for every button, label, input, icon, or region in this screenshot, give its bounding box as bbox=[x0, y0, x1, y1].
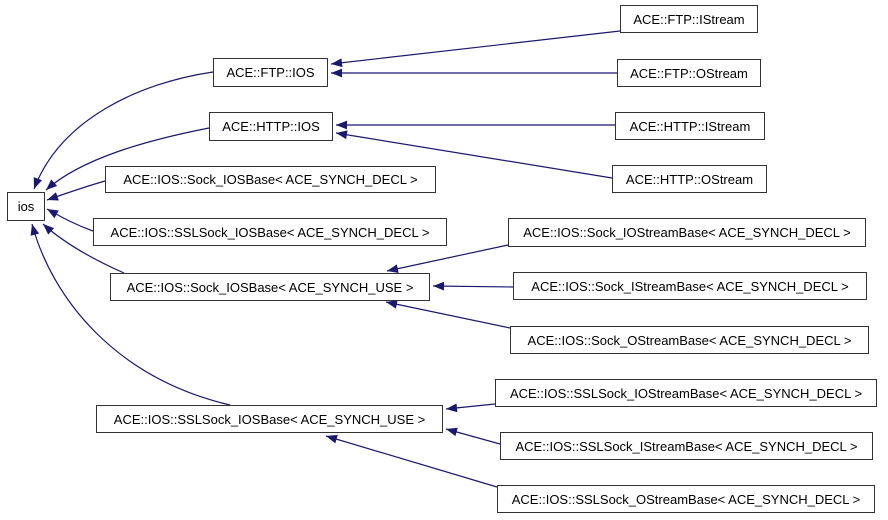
node-ace-http-ostream[interactable]: ACE::HTTP::OStream bbox=[612, 165, 767, 193]
node-ace-ios-sock-istreambase-decl[interactable]: ACE::IOS::Sock_IStreamBase< ACE_SYNCH_DE… bbox=[513, 272, 867, 300]
node-ace-http-ios[interactable]: ACE::HTTP::IOS bbox=[209, 112, 333, 141]
node-ace-ios-sock-ostreambase-decl[interactable]: ACE::IOS::Sock_OStreamBase< ACE_SYNCH_DE… bbox=[510, 326, 869, 354]
node-ace-ios-sslsock-istreambase-decl[interactable]: ACE::IOS::SSLSock_IStreamBase< ACE_SYNCH… bbox=[500, 432, 873, 460]
node-ios: ios bbox=[7, 192, 45, 221]
edge-ace-http-ostream-to-ace-http-ios bbox=[335, 130, 613, 179]
node-ace-ios-sslsock-iostreambase-decl[interactable]: ACE::IOS::SSLSock_IOStreamBase< ACE_SYNC… bbox=[495, 379, 877, 407]
node-ace-ios-sock-iosbase-use[interactable]: ACE::IOS::Sock_IOSBase< ACE_SYNCH_USE > bbox=[110, 273, 430, 301]
node-ace-ftp-ios[interactable]: ACE::FTP::IOS bbox=[213, 58, 328, 87]
node-ace-ftp-ostream[interactable]: ACE::FTP::OStream bbox=[617, 59, 761, 87]
edge-ace-ios-sock-ostreambase-decl-to-ace-ios-sock-iosbase-use bbox=[385, 299, 511, 329]
edge-ace-ios-sock-iosbase-decl-to-ios bbox=[46, 180, 106, 201]
edge-ace-ios-sslsock-istreambase-decl-to-ace-ios-sslsock-iosbase-use bbox=[445, 427, 501, 445]
edge-ace-ftp-ios-to-ios bbox=[33, 71, 214, 190]
node-ace-ftp-istream[interactable]: ACE::FTP::IStream bbox=[620, 5, 758, 33]
node-ace-http-istream[interactable]: ACE::HTTP::IStream bbox=[615, 112, 765, 140]
edge-ace-ios-sslsock-iosbase-decl-to-ios bbox=[46, 208, 94, 232]
edge-ace-ios-sslsock-ostreambase-decl-to-ace-ios-sslsock-iosbase-use bbox=[325, 434, 498, 488]
edge-ace-ios-sock-iosbase-use-to-ios bbox=[42, 223, 125, 274]
node-ace-ios-sslsock-ostreambase-decl[interactable]: ACE::IOS::SSLSock_OStreamBase< ACE_SYNCH… bbox=[497, 485, 875, 513]
edge-ace-ios-sock-iostreambase-decl-to-ace-ios-sock-iosbase-use bbox=[386, 244, 509, 273]
edge-ace-http-ios-to-ios bbox=[45, 127, 210, 191]
node-ace-ios-sslsock-iosbase-use[interactable]: ACE::IOS::SSLSock_IOSBase< ACE_SYNCH_USE… bbox=[96, 405, 443, 433]
node-ace-ios-sock-iosbase-decl[interactable]: ACE::IOS::Sock_IOSBase< ACE_SYNCH_DECL > bbox=[105, 166, 436, 193]
edge-ace-ios-sslsock-iostreambase-decl-to-ace-ios-sslsock-iosbase-use bbox=[445, 403, 496, 413]
node-ace-ios-sock-iostreambase-decl[interactable]: ACE::IOS::Sock_IOStreamBase< ACE_SYNCH_D… bbox=[508, 218, 866, 247]
edge-ace-ios-sock-istreambase-decl-to-ace-ios-sock-iosbase-use bbox=[432, 281, 514, 291]
edge-ace-ios-sslsock-iosbase-use-to-ios bbox=[30, 223, 231, 406]
edge-ace-ftp-istream-to-ace-ftp-ios bbox=[330, 30, 621, 68]
node-ace-ios-sslsock-iosbase-decl[interactable]: ACE::IOS::SSLSock_IOSBase< ACE_SYNCH_DEC… bbox=[93, 218, 447, 246]
